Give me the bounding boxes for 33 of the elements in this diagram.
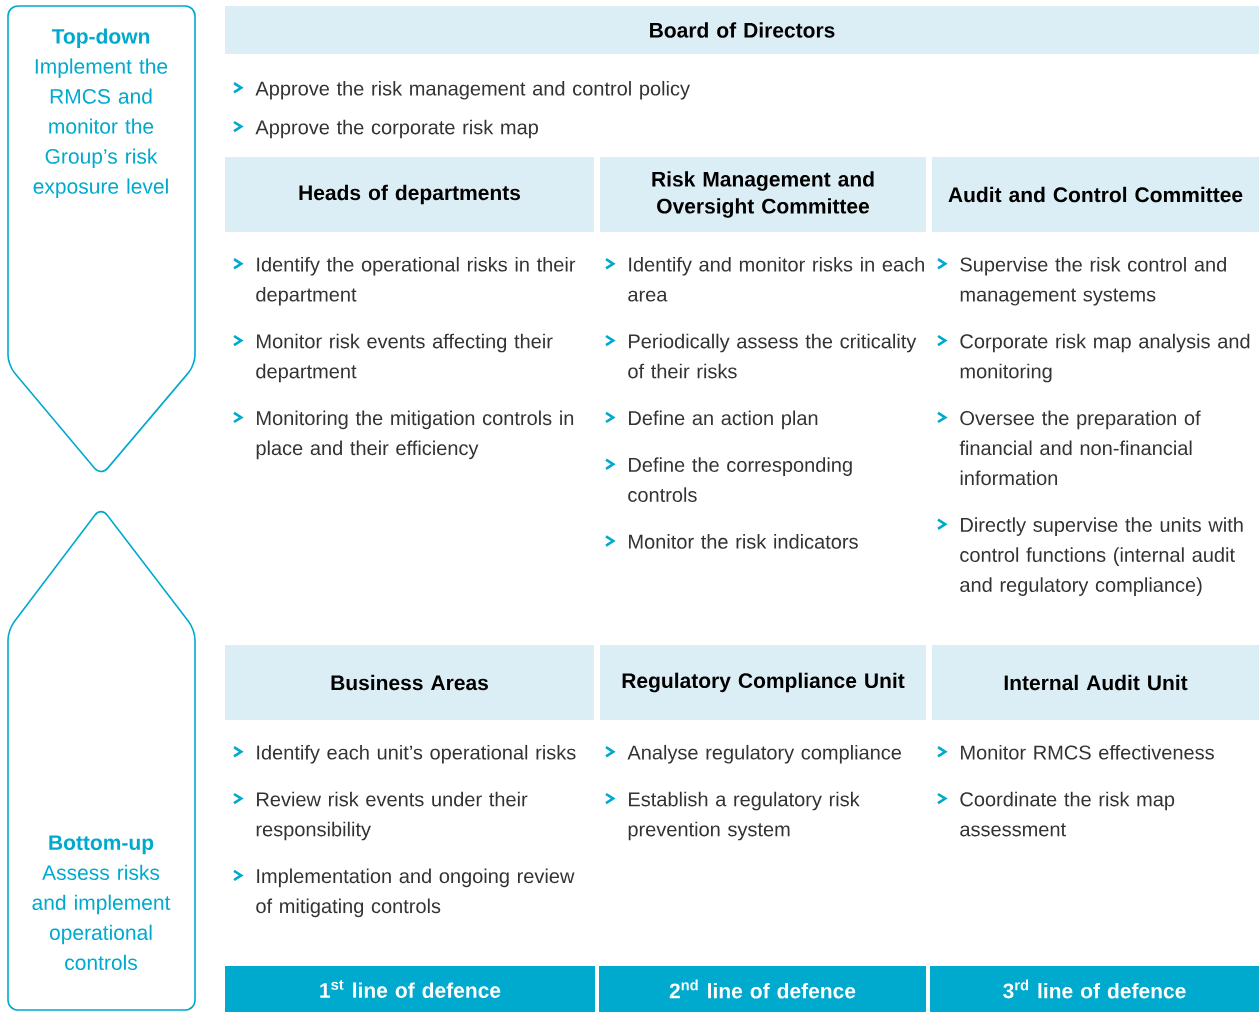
header-band: Internal Audit Unit bbox=[932, 645, 1259, 720]
footer-bar: 3$^{rd}$ line of defence bbox=[930, 966, 1259, 1012]
footer-bar: 2$^{nd}$ line of defence bbox=[599, 966, 926, 1012]
list-item: Identify the operational risks in their department bbox=[233, 256, 576, 306]
list-item: Monitor risk events affecting their department bbox=[233, 333, 553, 383]
list-item: Define the corresponding controls bbox=[605, 457, 852, 502]
footer-bar: 1$^{st}$ line of defence bbox=[225, 966, 595, 1012]
list-item: Review risk events under their responsibility bbox=[233, 791, 528, 841]
list-item: Identify each unit’s operational risks bbox=[233, 744, 576, 764]
list-item: Approve the risk management and control policy bbox=[233, 80, 690, 100]
list-item: Periodically assess the criticality of their risks bbox=[605, 333, 917, 379]
list-item: Monitor the risk indicators bbox=[605, 534, 858, 549]
header-band: Audit and Control Committee bbox=[932, 157, 1259, 232]
header-band: Regulatory Compliance Unit bbox=[600, 645, 926, 720]
header-band: Business Areas bbox=[225, 645, 594, 720]
list-item: Analyse regulatory compliance bbox=[605, 744, 902, 764]
header-band: Heads of departments bbox=[225, 157, 594, 232]
list-item: Identify and monitor risks in each area bbox=[605, 256, 924, 302]
list-item: Coordinate the risk map assessment bbox=[937, 791, 1175, 837]
list-item: Establish a regulatory risk prevention system bbox=[605, 791, 860, 841]
list-item: Supervise the risk control and management systems bbox=[937, 256, 1226, 306]
header-band: Risk Management and Oversight Committee bbox=[600, 157, 926, 232]
list-item: Implementation and ongoing review of mitigating controls bbox=[233, 868, 575, 918]
list-item: Monitoring the mitigation controls in place and their efficiency bbox=[233, 410, 574, 460]
arrow-banner: Bottom-up Assess risks and implement operational controls bbox=[7, 510, 196, 1011]
list-item: Define an action plan bbox=[605, 410, 818, 430]
list-item: Oversee the preparation of financial and non-financial information bbox=[937, 410, 1201, 486]
arrow-banner: Top-down Implement the RMCS and monitor the Group’s risk exposure level bbox=[7, 5, 196, 473]
list-item: Corporate risk map analysis and monitoring bbox=[937, 333, 1250, 383]
list-item: Approve the corporate risk map bbox=[233, 119, 538, 139]
list-item: Monitor RMCS effectiveness bbox=[937, 744, 1214, 760]
list-item: Directly supervise the units with control functions (internal audit and regulatory compliance) bbox=[937, 517, 1243, 596]
header-band: Board of Directors bbox=[225, 6, 1259, 54]
